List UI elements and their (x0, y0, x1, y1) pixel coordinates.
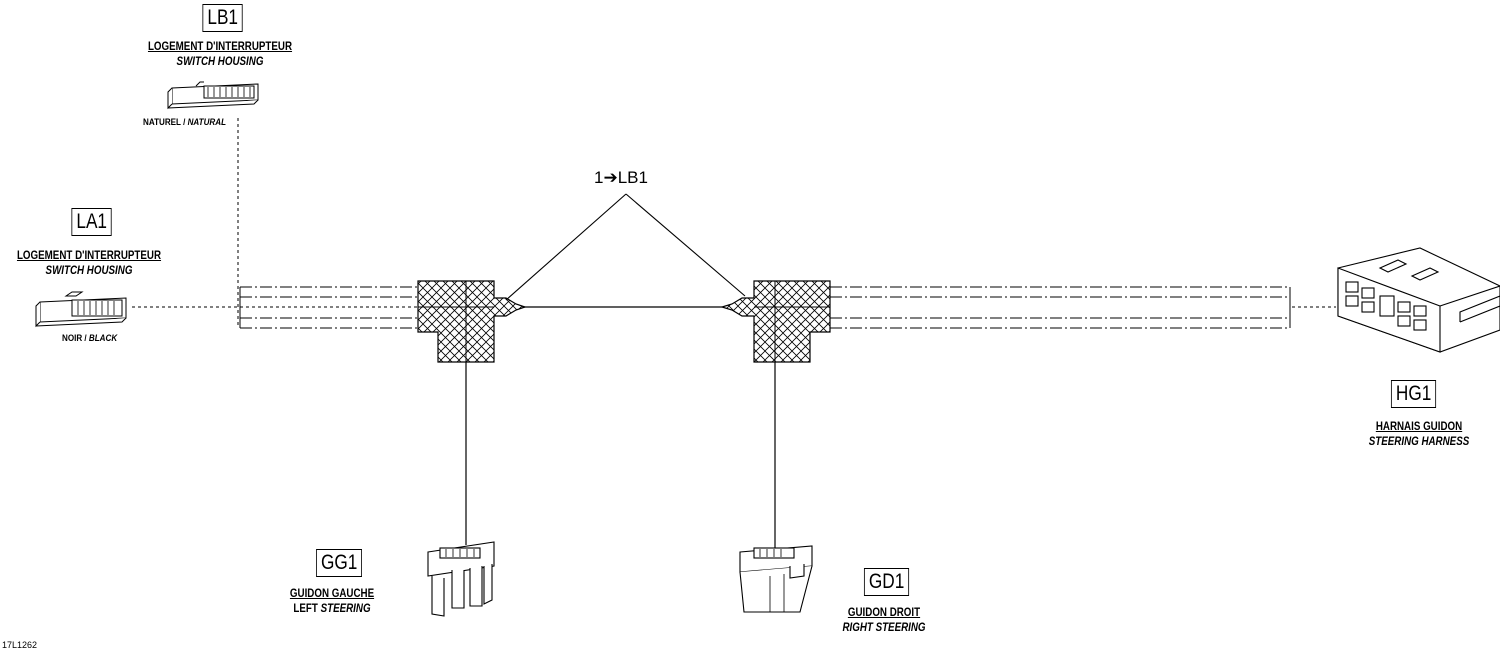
lb1-color-fr: NATUREL (143, 117, 181, 128)
callout-leader-lines (505, 193, 746, 301)
la1-color-fr: NOIR (62, 333, 83, 344)
la1-name-fr: LOGEMENT D'INTERRUPTEUR (16, 250, 162, 262)
gd1-connector-icon (739, 545, 813, 613)
hg1-name-fr: HARNAIS GUIDON (1375, 421, 1463, 433)
callout-quantity-label: 1➔LB1 (594, 168, 648, 188)
arrow-right-icon: ➔ (603, 168, 618, 187)
la1-label: LOGEMENT D'INTERRUPTEUR SWITCH HOUSING (4, 249, 174, 279)
gg1-connector-icon (427, 541, 495, 617)
gd1-label: GUIDON DROIT RIGHT STEERING (799, 606, 969, 636)
hg1-label: HARNAIS GUIDON STEERING HARNESS (1334, 420, 1500, 450)
la1-connector-icon (35, 291, 127, 328)
left-junction-splice (417, 280, 527, 363)
lb1-color-en: NATURAL (187, 117, 227, 128)
right-junction-splice (719, 280, 831, 363)
callout-qty: 1 (594, 168, 604, 187)
la1-color: NOIR / BLACK (62, 333, 118, 344)
la1-code-box: LA1 (71, 208, 112, 236)
lb1-name-en: SWITCH HOUSING (176, 56, 264, 68)
lb1-label: LOGEMENT D'INTERRUPTEUR SWITCH HOUSING (135, 40, 305, 70)
gg1-name-en: STEERING (320, 603, 371, 615)
gg1-name-fr: GUIDON GAUCHE (289, 588, 375, 600)
hg1-code-box: HG1 (1390, 380, 1437, 408)
gg1-code-box: GG1 (316, 549, 363, 577)
harness-right-section (830, 286, 1290, 329)
gd1-name-en: RIGHT STEERING (842, 622, 926, 634)
lb1-name-fr: LOGEMENT D'INTERRUPTEUR (147, 41, 293, 53)
harness-left-section (240, 286, 418, 329)
gd1-code-box: GD1 (863, 568, 910, 596)
lb1-color: NATUREL / NATURAL (143, 117, 227, 128)
gg1-name-en-prefix: LEFT (293, 603, 318, 615)
callout-target: LB1 (617, 168, 648, 187)
lb1-connector-icon (167, 81, 259, 110)
hg1-name-en: STEERING HARNESS (1368, 436, 1470, 448)
lb1-code-box: LB1 (202, 4, 243, 32)
gg1-label: GUIDON GAUCHE LEFT STEERING (247, 587, 417, 617)
la1-color-en: BLACK (88, 333, 118, 344)
hg1-connector-icon (1337, 247, 1500, 353)
gd1-name-fr: GUIDON DROIT (847, 607, 921, 619)
la1-name-en: SWITCH HOUSING (45, 265, 133, 277)
drawing-reference: 17L1262 (2, 640, 38, 650)
